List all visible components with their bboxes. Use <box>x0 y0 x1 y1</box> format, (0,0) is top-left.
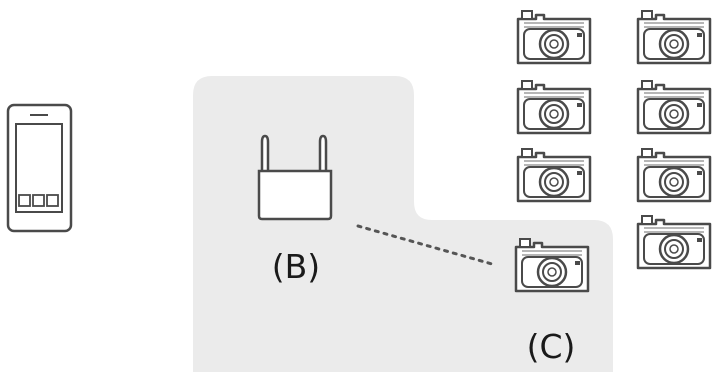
connected-camera-label: (C) <box>527 327 576 366</box>
camera-icon <box>636 147 712 203</box>
connection-line <box>356 224 494 266</box>
camera-icon <box>636 9 712 65</box>
wireless-router-icon <box>257 134 333 221</box>
connected-camera-icon <box>514 237 590 293</box>
camera-icon <box>636 79 712 135</box>
camera-icon <box>516 79 592 135</box>
access-point-label: (B) <box>272 247 320 286</box>
camera-icon <box>636 214 712 270</box>
network-zone <box>193 76 613 372</box>
camera-icon <box>516 9 592 65</box>
camera-icon <box>516 147 592 203</box>
smartphone-icon <box>6 103 73 233</box>
